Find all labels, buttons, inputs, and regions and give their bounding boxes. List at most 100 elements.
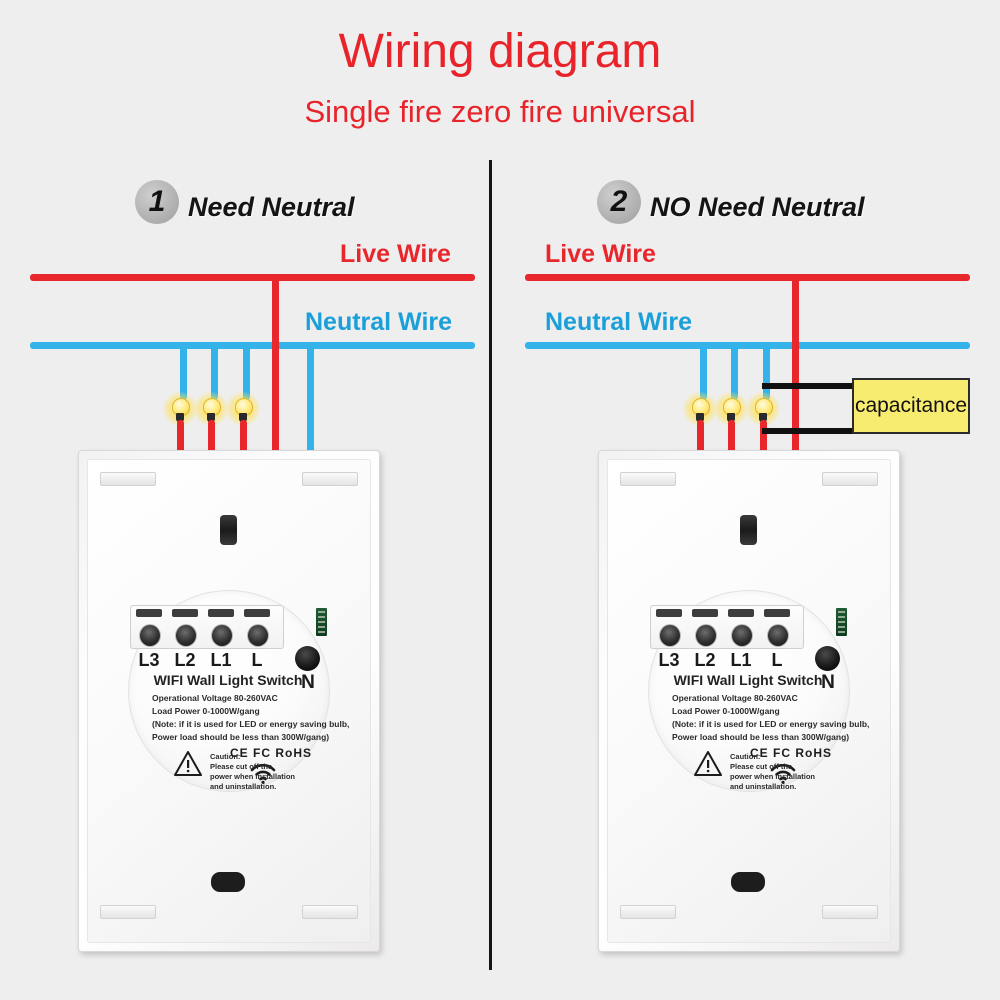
spec-line-1: Operational Voltage 80-260VAC: [152, 693, 278, 703]
terminal-label-l2: L2: [694, 650, 716, 670]
section-2-label: NO Need Neutral: [650, 192, 865, 222]
terminal-clip-l: [244, 609, 270, 617]
pcb-chip-right: [836, 608, 847, 636]
terminal-screw-l1: [211, 624, 233, 647]
page-title: Wiring diagram: [338, 25, 662, 78]
spec-line-4: Power load should be less than 300W/gang…: [672, 732, 850, 742]
right-bulb-2-neutral-lead: [731, 342, 738, 400]
left-live-bus: [30, 274, 475, 281]
mount-tab-bottom-left: [620, 905, 676, 919]
caution-line-3: power when installation: [210, 772, 296, 781]
spec-line-3: (Note: if it is used for LED or energy s…: [152, 719, 350, 729]
left-bulb-1-neutral-lead: [180, 342, 187, 400]
caution-line-1: Caution:: [210, 752, 241, 761]
terminal-clip-l: [764, 609, 790, 617]
left-neutral-wire-label: Neutral Wire: [305, 308, 453, 336]
left-live-wire-label: Live Wire: [340, 240, 451, 268]
mount-tab-top-left: [620, 472, 676, 486]
terminal-screw-l: [247, 624, 269, 647]
caution-line-2: Please cut off the: [730, 762, 793, 771]
terminal-label-l1: L1: [730, 650, 752, 670]
caution-line-4: and uninstallation.: [730, 782, 797, 791]
spec-line-4: Power load should be less than 300W/gang…: [152, 732, 330, 742]
page-subtitle: Single fire zero fire universal: [304, 94, 696, 129]
wifi-icon: [770, 763, 796, 789]
mount-tab-bottom-right: [822, 905, 878, 919]
caution-line-1: Caution:: [730, 752, 761, 761]
right-neutral-wire-label: Neutral Wire: [545, 308, 693, 336]
spec-line-1: Operational Voltage 80-260VAC: [672, 693, 798, 703]
terminal-label-l1: L1: [210, 650, 232, 670]
terminal-label-l2: L2: [174, 650, 196, 670]
switch-model-name: WIFI Wall Light Switch: [673, 672, 823, 688]
caution-line-3: power when installation: [730, 772, 816, 781]
left-bulb-1-icon: [163, 392, 197, 426]
switch-indicator-slot[interactable]: [211, 872, 245, 892]
capacitance-lead-bottom: [762, 428, 857, 434]
pcb-chip-right: [316, 608, 327, 636]
certification-marks: CE FC RoHS: [750, 746, 832, 760]
bulb-base: [239, 413, 247, 422]
terminal-screw-l3: [659, 624, 681, 647]
certification-marks: CE FC RoHS: [230, 746, 312, 760]
ir-receiver: [220, 515, 237, 545]
terminal-clip-l2: [172, 609, 198, 617]
right-live-wire-label: Live Wire: [545, 240, 656, 268]
left-bulb-3-neutral-lead: [243, 342, 250, 400]
terminal-label-n: N: [821, 672, 835, 693]
terminal-clip-l3: [656, 609, 682, 617]
left-neutral-bus: [30, 342, 475, 349]
bulb-base: [759, 413, 767, 422]
terminal-clip-l1: [208, 609, 234, 617]
terminal-label-l: L: [251, 650, 263, 670]
mount-tab-bottom-right: [302, 905, 358, 919]
mount-tab-top-right: [822, 472, 878, 486]
spec-line-3: (Note: if it is used for LED or energy s…: [672, 719, 870, 729]
terminal-screw-l2: [175, 624, 197, 647]
caution-line-2: Please cut off the: [210, 762, 273, 771]
right-bulb-3-icon: [746, 392, 780, 426]
warning-triangle-icon: [693, 750, 723, 782]
terminal-clip-l1: [728, 609, 754, 617]
mount-tab-top-left: [100, 472, 156, 486]
bulb-base: [207, 413, 215, 422]
capacitance-box: capacitance: [852, 378, 970, 434]
mount-tab-top-right: [302, 472, 358, 486]
caution-line-4: and uninstallation.: [210, 782, 277, 791]
left-wall-switch: L3 L2 L1 L N WIFI Wall Light Switch Oper…: [78, 450, 380, 952]
capacitance-lead-top: [762, 383, 857, 389]
right-bulb-1-neutral-lead: [700, 342, 707, 400]
terminal-screw-l3: [139, 624, 161, 647]
terminal-clip-l2: [692, 609, 718, 617]
terminal-label-l3: L3: [138, 650, 160, 670]
terminal-label-l3: L3: [658, 650, 680, 670]
section-1-badge: 1: [135, 180, 179, 224]
terminal-screw-l2: [695, 624, 717, 647]
right-wall-switch: L3 L2 L1 L N WIFI Wall Light Switch Oper…: [598, 450, 900, 952]
spec-line-2: Load Power 0-1000W/gang: [152, 706, 260, 716]
terminal-label-l: L: [771, 650, 783, 670]
bulb-base: [176, 413, 184, 422]
bulb-base: [727, 413, 735, 422]
panel-divider: [489, 160, 492, 970]
bulb-base: [696, 413, 704, 422]
terminal-screw-l1: [731, 624, 753, 647]
section-1-label: Need Neutral: [188, 192, 355, 222]
neutral-terminal-screw: [295, 646, 320, 671]
warning-triangle-icon: [173, 750, 203, 782]
right-bulb-3-neutral-lead: [763, 342, 770, 400]
switch-indicator-slot[interactable]: [731, 872, 765, 892]
ir-receiver: [740, 515, 757, 545]
terminal-screw-l: [767, 624, 789, 647]
right-live-bus: [525, 274, 970, 281]
neutral-terminal-screw: [815, 646, 840, 671]
mount-tab-bottom-left: [100, 905, 156, 919]
spec-line-2: Load Power 0-1000W/gang: [672, 706, 780, 716]
left-bulb-2-neutral-lead: [211, 342, 218, 400]
wifi-icon: [250, 763, 276, 789]
terminal-clip-l3: [136, 609, 162, 617]
section-2-badge: 2: [597, 180, 641, 224]
right-neutral-bus: [525, 342, 970, 349]
terminal-label-n: N: [301, 672, 315, 693]
